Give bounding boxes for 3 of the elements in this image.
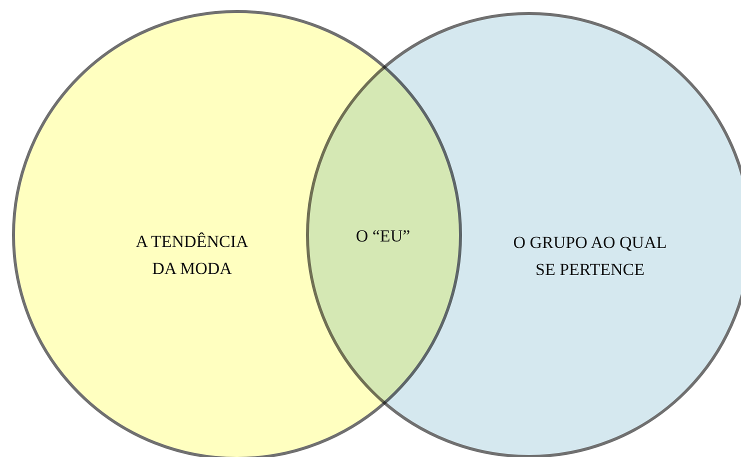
overlap-label: O “EU” — [356, 226, 410, 248]
circle-label: O GRUPO AO QUAL SE PERTENCE — [512, 232, 668, 281]
circle-label: A TENDÊNCIA DA MODA — [134, 231, 250, 280]
